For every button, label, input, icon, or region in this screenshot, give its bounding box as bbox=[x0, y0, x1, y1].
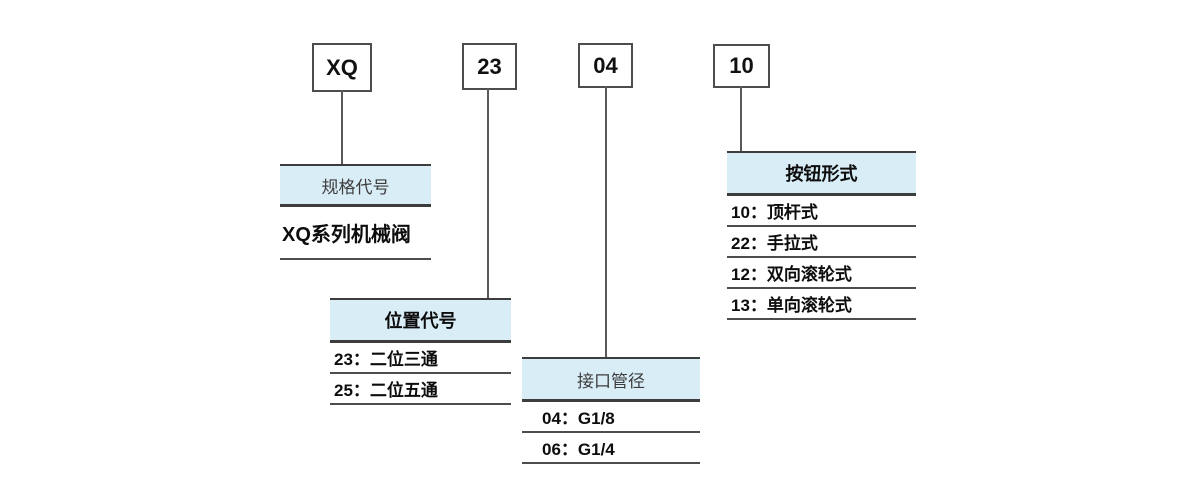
section-button-title: 按钮形式 bbox=[727, 151, 916, 196]
position-option-row: 25：二位五通 bbox=[330, 374, 511, 405]
code-box-position-label: 23 bbox=[477, 53, 502, 79]
spec-row: XQ系列机械阀 bbox=[280, 207, 431, 260]
section-position-code: 位置代号 23：二位三通 25：二位五通 bbox=[330, 298, 511, 405]
code-box-button-label: 10 bbox=[729, 53, 754, 78]
port-option-row: 04：G1/8 bbox=[522, 402, 700, 433]
section-spec-code: 规格代号 XQ系列机械阀 bbox=[280, 164, 431, 260]
code-box-port-label: 04 bbox=[593, 52, 618, 78]
connector-line-spec bbox=[341, 90, 343, 165]
code-box-spec: XQ bbox=[312, 43, 372, 92]
connector-line-button bbox=[740, 86, 742, 152]
section-port-size: 接口管径 04：G1/8 06：G1/4 bbox=[522, 357, 700, 464]
port-option-row: 06：G1/4 bbox=[522, 433, 700, 464]
button-option-row: 12：双向滚轮式 bbox=[727, 258, 916, 289]
section-position-title: 位置代号 bbox=[330, 298, 511, 343]
button-option-row: 22：手拉式 bbox=[727, 227, 916, 258]
button-option-row: 10：顶杆式 bbox=[727, 196, 916, 227]
code-box-port: 04 bbox=[578, 43, 633, 88]
connector-line-position bbox=[487, 88, 489, 299]
connector-line-port bbox=[605, 86, 607, 358]
code-box-button: 10 bbox=[713, 44, 770, 88]
section-button-type: 按钮形式 10：顶杆式 22：手拉式 12：双向滚轮式 13：单向滚轮式 bbox=[727, 151, 916, 320]
section-spec-title: 规格代号 bbox=[280, 164, 431, 207]
section-port-title: 接口管径 bbox=[522, 357, 700, 402]
code-box-position: 23 bbox=[462, 43, 517, 90]
button-option-row: 13：单向滚轮式 bbox=[727, 289, 916, 320]
position-option-row: 23：二位三通 bbox=[330, 343, 511, 374]
code-box-spec-label: XQ bbox=[326, 54, 358, 80]
